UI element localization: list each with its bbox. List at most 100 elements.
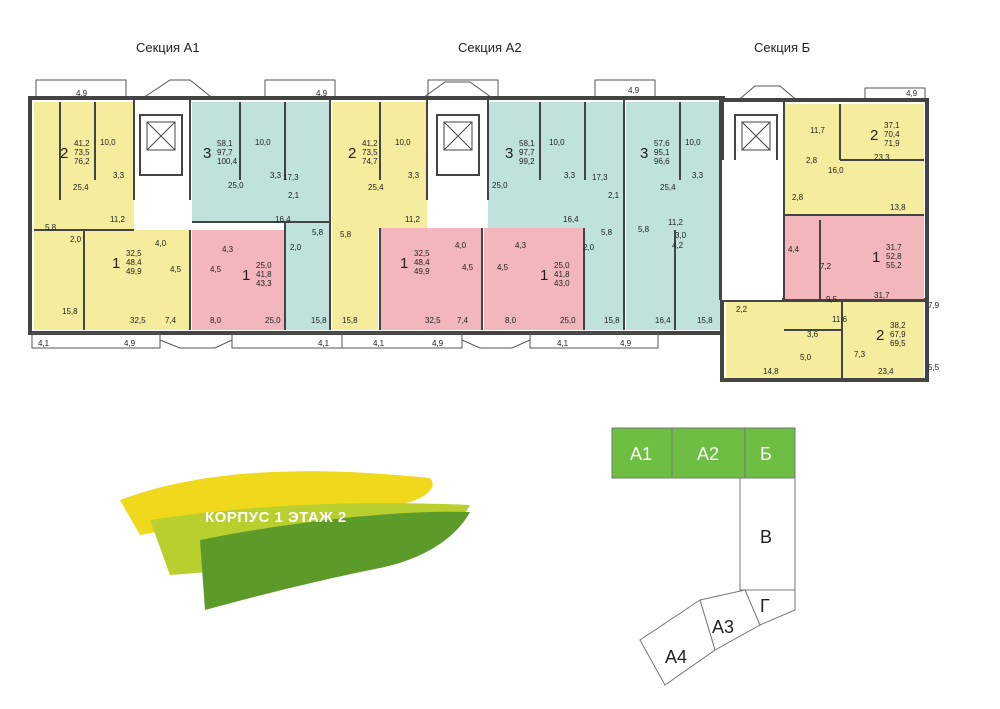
room-area-label: 4,9: [124, 339, 136, 348]
apartment-living-area: 48,4: [126, 258, 142, 267]
apartment-1-a2-right[interactable]: [484, 228, 584, 330]
map-label-a1: А1: [630, 444, 652, 464]
room-area-label: 4,3: [515, 241, 527, 250]
apartment-label: 237,170,471,9: [870, 121, 900, 148]
room-area-label: 3,3: [270, 171, 282, 180]
apartment-2-a1-lower[interactable]: [34, 230, 84, 330]
room-area-label: 3,3: [408, 171, 420, 180]
apartment-rooms: 1: [112, 255, 120, 272]
room-area-label: 23,4: [878, 367, 894, 376]
room-area-label: 17,3: [283, 173, 299, 182]
balcony-bottom: [31, 332, 659, 349]
room-area-label: 5,0: [800, 353, 812, 362]
apartment-label: 241,273,574,7: [348, 139, 378, 166]
apartment-living-area: 41,8: [256, 270, 272, 279]
room-area-label: 13,8: [890, 203, 906, 212]
apartment-3-a2[interactable]: [488, 102, 623, 228]
apartment-total-area: 38,2: [890, 321, 906, 330]
map-label-a2: А2: [697, 444, 719, 464]
apartment-3-a2-lower[interactable]: [584, 228, 624, 330]
room-area-label: 16,4: [275, 215, 291, 224]
room-area-label: 25,4: [73, 183, 89, 192]
section-title-b: Секция Б: [754, 40, 811, 55]
room-area-label: 32,5: [425, 316, 441, 325]
room-area-label: 4,5: [497, 263, 509, 272]
room-area-label: 10,0: [255, 138, 271, 147]
room-area-label: 7,2: [820, 262, 832, 271]
apartment-1-a1[interactable]: [84, 230, 190, 330]
room-area-label: 4,0: [155, 239, 167, 248]
room-area-label: 2,0: [70, 235, 82, 244]
room-area-label: 8,0: [210, 316, 222, 325]
room-area-label: 2,8: [792, 193, 804, 202]
section-title-a1: Секция А1: [136, 40, 200, 55]
room-area-label: 3,3: [692, 171, 704, 180]
room-area-label: 16,4: [563, 215, 579, 224]
map-label-v: В: [760, 527, 772, 547]
apartment-3-a1-lower[interactable]: [285, 222, 330, 330]
apartment-kitchen-area: 96,6: [654, 157, 670, 166]
apartment-rooms: 1: [400, 255, 408, 272]
apartment-1-b[interactable]: [784, 216, 924, 300]
room-area-label: 3,6: [807, 330, 819, 339]
room-area-label: 25,0: [560, 316, 576, 325]
balcony-top: [427, 79, 499, 99]
apartment-kitchen-area: 43,0: [554, 279, 570, 288]
elevator-box: [146, 121, 771, 151]
section-title-a2: Секция А2: [458, 40, 522, 55]
room-area-label: 4,1: [318, 339, 330, 348]
apartment-living-area: 97,7: [519, 148, 535, 157]
apartment-kitchen-area: 76,2: [74, 157, 90, 166]
room-area-label: 7,4: [165, 316, 177, 325]
room-area-label: 3,3: [113, 171, 125, 180]
room-area-label: 15,8: [342, 316, 358, 325]
apartment-rooms: 1: [242, 267, 250, 284]
room-area-label: 4,1: [373, 339, 385, 348]
room-area-label: 11,2: [110, 215, 126, 224]
apartment-2-b-bottom[interactable]: [726, 302, 924, 378]
apartment-1-a2-left[interactable]: [380, 228, 482, 330]
room-area-label: 4,9: [316, 89, 328, 98]
apartment-kitchen-area: 99,2: [519, 157, 535, 166]
apartment-3-b[interactable]: [626, 102, 720, 330]
map-block-a4[interactable]: [639, 599, 716, 686]
room-area-label: 8,0: [505, 316, 517, 325]
room-area-label: 4,9: [620, 339, 632, 348]
apartment-total-area: 25,0: [256, 261, 272, 270]
apartment-rooms: 3: [640, 145, 648, 162]
apartment-total-area: 58,1: [519, 139, 535, 148]
apartment-3-a1[interactable]: [192, 102, 330, 222]
room-area-label: 5,8: [638, 225, 650, 234]
room-area-label: 23,3: [874, 153, 890, 162]
apartment-label: 3 58,197,799,2: [505, 139, 535, 166]
apartment-1-a1-pink[interactable]: [192, 230, 285, 330]
apartment-living-area: 70,4: [884, 130, 900, 139]
apartment-2-a2-lower[interactable]: [332, 230, 378, 330]
banner-brush: [120, 471, 470, 610]
room-area-label: 4,9: [906, 89, 918, 98]
room-area-label: 2,8: [806, 156, 818, 165]
apartment-kitchen-area: 55,2: [886, 261, 902, 270]
balcony-top: [594, 79, 656, 99]
apartment-label: 132,548,449,9: [112, 249, 142, 276]
room-area-label: 15,8: [697, 316, 713, 325]
apartment-label: 357,695,196,6: [640, 139, 670, 166]
key-map: А1 А2 Б В Г А3 А4: [611, 427, 796, 686]
map-block-a2[interactable]: [671, 427, 746, 479]
room-area-label: 3,3: [564, 171, 576, 180]
room-area-label: 4,9: [432, 339, 444, 348]
apartment-living-area: 73,5: [74, 148, 90, 157]
apartment-rooms: 1: [540, 267, 548, 284]
apartment-rooms: 3: [505, 145, 513, 162]
room-area-label: 11,2: [668, 218, 684, 227]
apartment-rooms: 2: [60, 145, 68, 162]
apartment-kitchen-area: 100,4: [217, 157, 238, 166]
apartment-rooms: 3: [203, 145, 211, 162]
map-block-a1[interactable]: [611, 427, 673, 479]
apartment-2-a1[interactable]: [34, 102, 134, 230]
room-area-label: 11,7: [810, 126, 826, 135]
room-area-label: 25,0: [265, 316, 281, 325]
apartment-label: 238,267,969,5: [876, 321, 906, 348]
